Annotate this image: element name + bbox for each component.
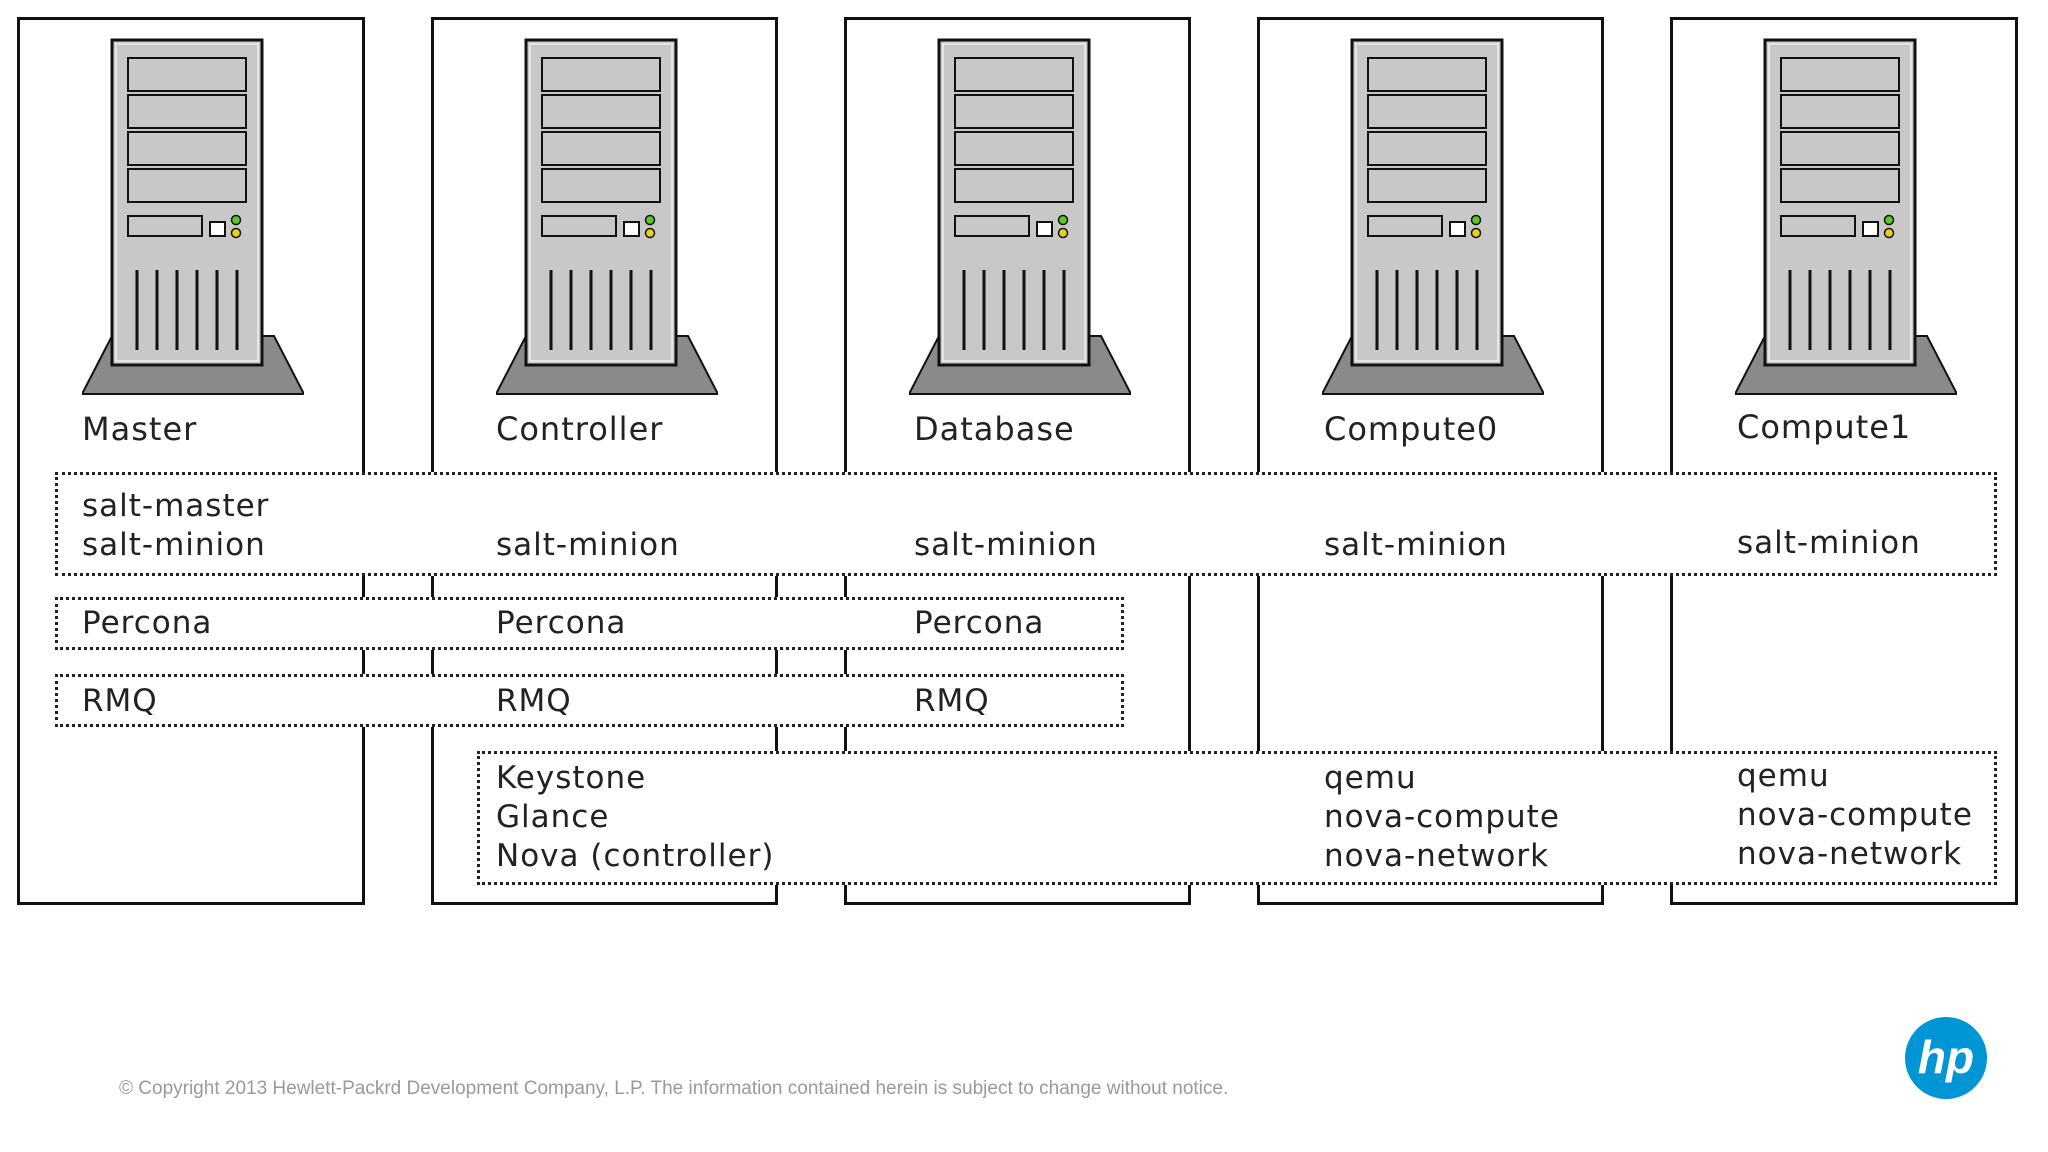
keystone-label: Keystone [496, 760, 647, 796]
percona-label: Percona [914, 605, 1045, 641]
nova-network-label: nova-network [1737, 836, 1963, 872]
salt-band [55, 472, 1997, 576]
server-tower-icon [1322, 38, 1544, 395]
salt-master-label: salt-master [82, 488, 270, 524]
nova-controller-label: Nova (controller) [496, 838, 775, 874]
salt-minion-label: salt-minion [496, 527, 680, 563]
percona-label: Percona [496, 605, 627, 641]
openstack-services-band [477, 751, 1997, 885]
server-tower-icon [496, 38, 718, 395]
salt-minion-label: salt-minion [914, 527, 1098, 563]
qemu-label: qemu [1324, 760, 1417, 796]
server-label: Master [82, 410, 198, 448]
server-tower-icon [82, 38, 304, 395]
rmq-label: RMQ [82, 683, 158, 719]
salt-minion-label: salt-minion [1324, 527, 1508, 563]
server-tower-icon [1735, 38, 1957, 395]
glance-label: Glance [496, 799, 610, 835]
server-column-database [844, 17, 1191, 905]
qemu-label: qemu [1737, 758, 1830, 794]
server-column-compute0 [1257, 17, 1604, 905]
server-label: Compute1 [1737, 408, 1912, 446]
server-label: Database [914, 410, 1075, 448]
nova-network-label: nova-network [1324, 838, 1550, 874]
rmq-label: RMQ [914, 683, 990, 719]
server-label: Compute0 [1324, 410, 1499, 448]
percona-band [55, 597, 1124, 650]
svg-text:hp: hp [1918, 1031, 1974, 1083]
rmq-band [55, 674, 1124, 727]
nova-compute-label: nova-compute [1737, 797, 1973, 833]
server-column-controller [431, 17, 778, 905]
hp-logo-icon: hp [1905, 1017, 1987, 1099]
percona-label: Percona [82, 605, 213, 641]
rmq-label: RMQ [496, 683, 572, 719]
server-tower-icon [909, 38, 1131, 395]
server-column-compute1 [1670, 17, 2018, 905]
nova-compute-label: nova-compute [1324, 799, 1560, 835]
copyright-notice: © Copyright 2013 Hewlett-Packrd Developm… [119, 1078, 1229, 1099]
server-column-master [17, 17, 365, 905]
salt-minion-label: salt-minion [1737, 525, 1921, 561]
server-label: Controller [496, 410, 664, 448]
salt-minion-label: salt-minion [82, 527, 266, 563]
